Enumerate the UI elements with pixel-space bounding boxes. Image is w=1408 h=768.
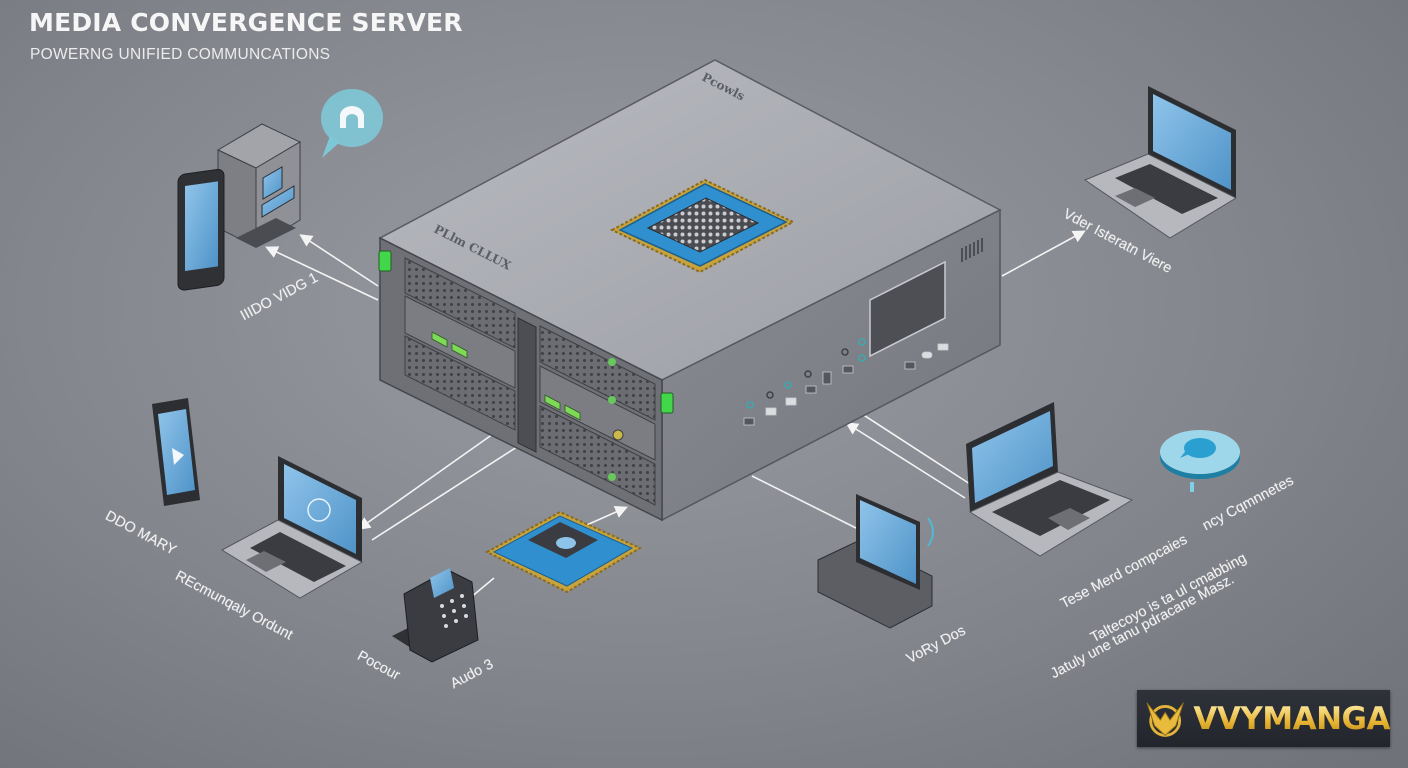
laptop-left-device — [220, 456, 364, 599]
media-server — [378, 59, 1002, 522]
page-title: MEDIA CONVERGENCE SERVER — [29, 8, 463, 37]
link-display — [751, 475, 861, 531]
laptop-right-device — [966, 402, 1134, 557]
speaker-puck-device — [1160, 430, 1240, 492]
side-indicators — [746, 338, 866, 409]
link-kiosk-b — [265, 246, 379, 301]
key-lock — [612, 429, 624, 441]
link-laptop-right-b — [845, 422, 966, 499]
lcd-panel — [869, 260, 946, 358]
led-dot — [608, 396, 616, 404]
processor-chip — [609, 178, 796, 274]
chip-module-device — [484, 510, 643, 594]
led-dot — [608, 358, 616, 366]
watermark-logo-icon — [1146, 701, 1184, 737]
link-laptop-left-b — [371, 444, 521, 541]
page-subtitle: POWERNG UNIFIED COMMUNCATIONS — [30, 46, 331, 63]
smartphone-top-left — [177, 168, 225, 291]
status-led-left — [378, 250, 392, 272]
side-vent — [961, 238, 983, 262]
link-laptop-left-a — [357, 421, 511, 530]
side-ports — [743, 343, 949, 426]
laptop-top-right-device — [1083, 86, 1238, 239]
link-phone — [469, 577, 495, 599]
status-led-right — [660, 392, 674, 414]
led-dot — [608, 473, 616, 481]
tablet-left-device — [152, 398, 200, 506]
front-leds — [431, 331, 581, 421]
link-kiosk-a — [299, 234, 379, 287]
drive-bays — [404, 257, 656, 506]
watermark-badge: VVYMANGA — [1137, 690, 1390, 747]
desk-phone-device — [392, 568, 479, 663]
display-terminal-device — [817, 494, 934, 629]
kiosk-device — [216, 123, 302, 248]
link-laptop-top-right — [1001, 230, 1086, 277]
watermark-text: VVYMANGA — [1193, 700, 1390, 737]
chat-bubble-icon — [321, 89, 383, 158]
